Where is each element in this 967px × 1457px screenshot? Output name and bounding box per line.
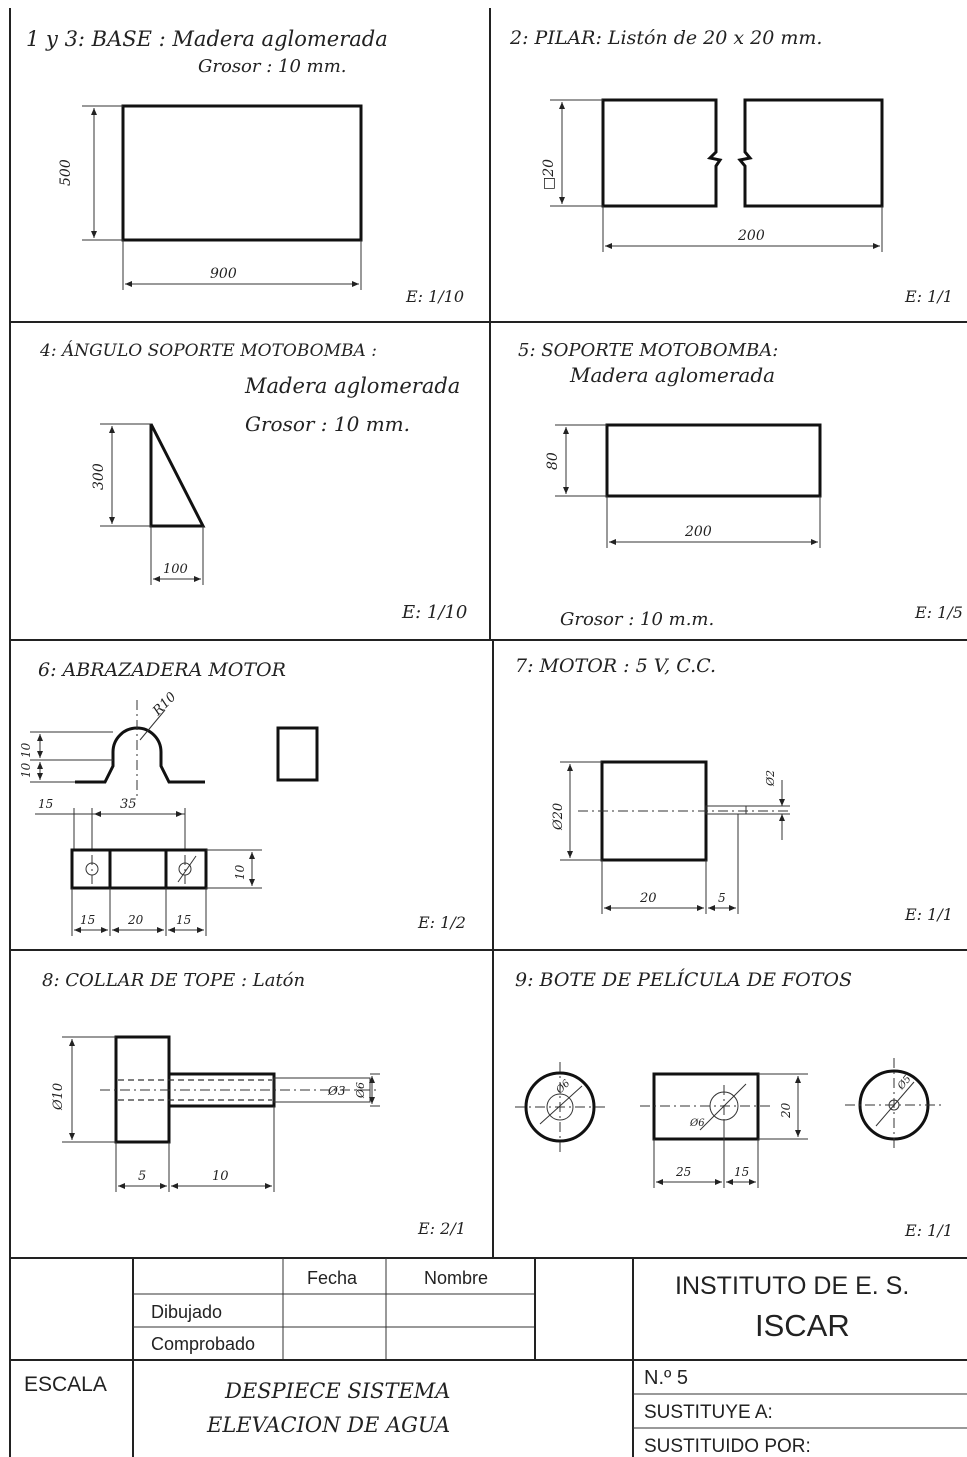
dim-clamp-hole-spacing: 35 <box>120 797 137 812</box>
dim-collar-hub-length: 10 <box>212 1169 229 1184</box>
dim-canister-hole-edge: 15 <box>734 1165 749 1179</box>
panel-clamp-title: 6: ABRAZADERA MOTOR <box>38 659 286 681</box>
panel-base-scale: E: 1/10 <box>405 287 464 306</box>
dim-base-height: 500 <box>58 159 74 186</box>
panel-film-canister: 9: BOTE DE PELÍCULA DE FOTOS Ø6 Ø6 20 25… <box>515 968 953 1240</box>
panel-pillar-title: 2: PILAR: Listón de 20 x 20 mm. <box>509 27 822 49</box>
dim-canister-hole-pos: 25 <box>675 1165 691 1179</box>
col-fecha-label: Fecha <box>307 1268 358 1288</box>
dim-support-width: 200 <box>684 524 712 540</box>
dim-motor-shaft: Ø2 <box>764 770 777 787</box>
dim-base-width: 900 <box>210 266 237 282</box>
dim-pillar-section: □20 <box>541 159 557 190</box>
panel-base-title: 1 y 3: BASE : Madera aglomerada <box>26 27 388 51</box>
replaced-by-label: SUSTITUIDO POR: <box>644 1436 811 1457</box>
panel-support-material: Madera aglomerada <box>569 363 775 387</box>
drawing-title-line-1: DESPIECE SISTEMA <box>224 1379 450 1403</box>
escala-label: ESCALA <box>24 1373 107 1396</box>
panel-pillar: 2: PILAR: Listón de 20 x 20 mm. □20 200 … <box>509 27 953 306</box>
dim-collar-bore: Ø3 <box>327 1084 346 1098</box>
row-comprobado-label: Comprobado <box>151 1334 255 1354</box>
panel-collar-scale: E: 2/1 <box>417 1219 466 1238</box>
panel-support-thickness: Grosor : 10 m.m. <box>560 609 714 630</box>
panel-grid <box>9 8 967 1457</box>
panel-support-scale: E: 1/5 <box>914 603 963 622</box>
panel-pillar-scale: E: 1/1 <box>904 287 953 306</box>
panel-canister-scale: E: 1/1 <box>904 1221 953 1240</box>
dim-motor-length: 20 <box>639 891 657 906</box>
row-dibujado-label: Dibujado <box>151 1302 222 1322</box>
drawing-title-line-2: ELEVACION DE AGUA <box>206 1413 450 1437</box>
dim-canister-lid: Ø6 <box>554 1078 573 1097</box>
col-nombre-label: Nombre <box>424 1268 488 1288</box>
panel-motor-title: 7: MOTOR : 5 V, C.C. <box>515 655 716 677</box>
dim-clamp-seg-1: 15 <box>80 913 95 927</box>
panel-pump-support: 5: SOPORTE MOTOBOMBA: Madera aglomerada … <box>518 340 963 630</box>
panel-collar-title: 8: COLLAR DE TOPE : Latón <box>42 970 305 991</box>
drawing-number: N.º 5 <box>644 1367 688 1389</box>
dim-clamp-radius: R10 <box>150 690 180 720</box>
dim-motor-shaft-length: 5 <box>718 891 726 905</box>
dim-clamp-seg-3: 15 <box>176 913 191 927</box>
panel-pump-bracket-angle: 4: ÁNGULO SOPORTE MOTOBOMBA : Madera agl… <box>39 340 467 623</box>
dim-canister-hole: Ø6 <box>689 1118 705 1129</box>
dim-motor-diameter: Ø20 <box>551 803 566 831</box>
institute-name: INSTITUTO DE E. S. <box>675 1272 909 1300</box>
dim-collar-diameter: Ø10 <box>51 1083 66 1111</box>
panel-motor: 7: MOTOR : 5 V, C.C. Ø20 Ø2 20 5 E: 1/1 <box>515 655 953 924</box>
dim-clamp-width: 10 <box>233 864 247 880</box>
panel-canister-title: 9: BOTE DE PELÍCULA DE FOTOS <box>515 968 852 991</box>
panel-angle-scale: E: 1/10 <box>401 602 467 623</box>
dim-clamp-top-height: 10 <box>19 742 33 758</box>
dim-canister-height: 20 <box>779 1102 793 1119</box>
dim-collar-hub: Ø6 <box>354 1082 367 1099</box>
panel-base: 1 y 3: BASE : Madera aglomerada Grosor :… <box>26 27 464 306</box>
dim-collar-flange: 5 <box>138 1169 146 1184</box>
dim-clamp-edge: 15 <box>38 797 53 811</box>
panel-angle-material: Madera aglomerada <box>244 374 460 398</box>
title-block: Fecha Nombre Dibujado Comprobado ESCALA … <box>10 1258 967 1457</box>
panel-base-thickness: Grosor : 10 mm. <box>198 56 347 77</box>
panel-angle-thickness: Grosor : 10 mm. <box>245 412 410 436</box>
dim-pillar-length: 200 <box>737 228 765 244</box>
replaces-label: SUSTITUYE A: <box>644 1402 773 1423</box>
panel-angle-title: 4: ÁNGULO SOPORTE MOTOBOMBA : <box>39 340 377 361</box>
dim-angle-base: 100 <box>163 562 188 577</box>
dim-clamp-seg-2: 20 <box>127 913 144 927</box>
dim-support-height: 80 <box>545 452 561 470</box>
panel-stop-collar: 8: COLLAR DE TOPE : Latón Ø10 Ø3 Ø6 5 10… <box>42 970 466 1238</box>
dim-angle-height: 300 <box>91 463 107 490</box>
dim-clamp-bottom-height: 10 <box>19 762 33 778</box>
institute-town: ISCAR <box>755 1308 850 1343</box>
panel-support-title: 5: SOPORTE MOTOBOMBA: <box>518 340 778 361</box>
panel-clamp-scale: E: 1/2 <box>417 913 466 932</box>
panel-motor-scale: E: 1/1 <box>904 905 953 924</box>
panel-motor-clamp: 6: ABRAZADERA MOTOR R10 10 10 15 35 10 <box>19 659 466 936</box>
